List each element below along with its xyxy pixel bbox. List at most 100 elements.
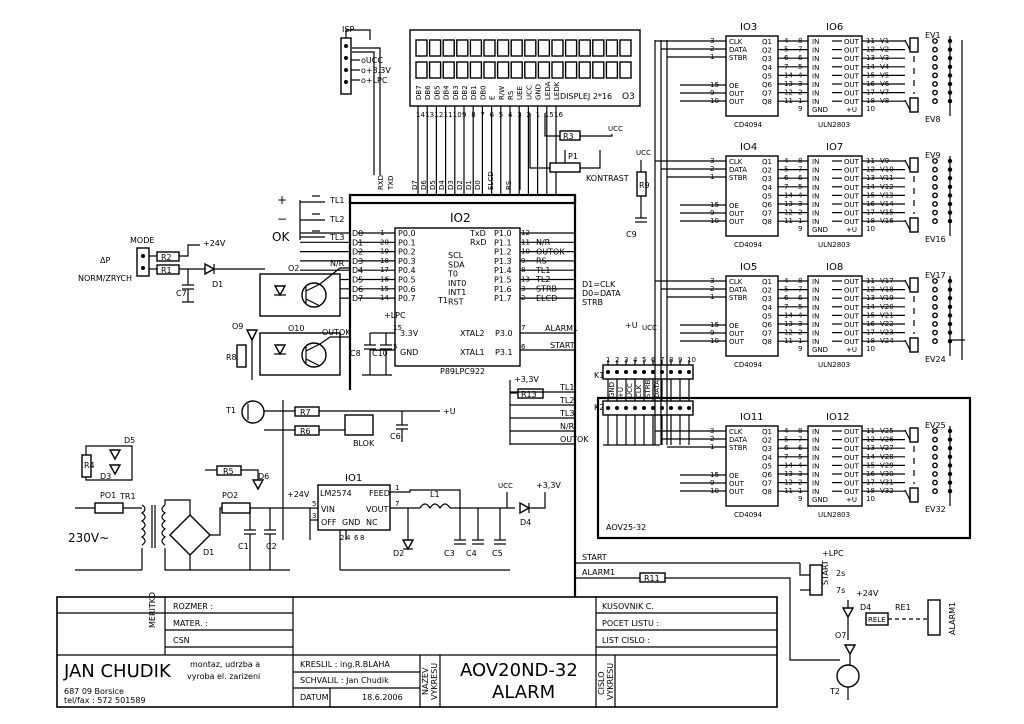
alarm-d4: D4 (860, 603, 871, 612)
uln-in-label: IN (812, 201, 819, 209)
uln2803-part: ULN2803 (818, 241, 850, 249)
lm-pin-number: 8 (360, 534, 364, 542)
lcd-cell (510, 61, 523, 79)
tl1-switch[interactable]: TL1 (300, 195, 344, 205)
uln-out-label: OUT (844, 304, 860, 312)
uln-out-label: OUT (844, 278, 860, 286)
c8-label: C8 (350, 349, 361, 358)
mcu-top-net: D4 (438, 180, 446, 190)
csn-label: CSN (173, 636, 190, 645)
mcu-left-pin: P0.2 (398, 248, 416, 257)
o10-label: O10 (288, 324, 304, 333)
reg-input-pin: DATA (729, 166, 747, 174)
c6-label: C6 (390, 432, 401, 441)
p1-label: P1 (568, 152, 578, 161)
ev-bottom-label: EV24 (925, 355, 946, 364)
reg-input-pin: STBR (729, 294, 748, 302)
reg-oe-pin: OE (729, 202, 739, 210)
title-block: MERITKO ROZMER : MATER. : CSN JAN CHUDIK… (56, 592, 778, 708)
mcu-right-pin: P1.0 (494, 229, 512, 238)
mcu-left-pin: P0.3 (398, 257, 416, 266)
blok-connector[interactable] (344, 414, 374, 436)
uln-out-label: OUT (844, 201, 860, 209)
valve-coil (909, 487, 919, 503)
k-pin-number: 1 (606, 356, 610, 364)
lcd-cell (578, 39, 591, 57)
lcd-cell (619, 39, 632, 57)
k-pin-number: 9 (678, 356, 682, 364)
uln-in-label: IN (812, 338, 819, 346)
lm-vout: VOUT (366, 505, 388, 514)
uln-out-label: OUT (844, 428, 860, 436)
lcd-cell (469, 61, 483, 79)
display-pin-number: 10 (453, 111, 462, 119)
r5-label: R5 (223, 467, 234, 476)
reg-q-pin: Q3 (762, 445, 772, 453)
display-pin-label: LEDA (544, 81, 552, 100)
l1-label: L1 (430, 490, 440, 499)
cd4094-ref: IO5 (740, 262, 757, 273)
mcu-top-net: RS (505, 180, 513, 190)
tl1-label: TL1 (329, 196, 344, 205)
alarm1-connector[interactable] (927, 599, 941, 636)
lm-vin: VIN (321, 505, 335, 514)
display-pin-label: DB3 (452, 85, 460, 100)
r9-ucc: UCC (636, 149, 651, 157)
reg-q-pin: Q6 (762, 321, 773, 329)
tl3-switch[interactable]: TL3 (300, 230, 344, 242)
mcu-left-pin: P0.7 (398, 294, 416, 303)
uln-in-label: IN (812, 330, 819, 338)
uln2803-part: ULN2803 (818, 511, 850, 519)
mode-connector[interactable] (136, 247, 150, 277)
o2-label: O2 (288, 264, 299, 273)
t1-label: T1 (225, 406, 236, 415)
lm-off: OFF (321, 518, 337, 527)
mcu-top-net: D5 (429, 180, 437, 190)
cd4094-ref: IO11 (740, 412, 764, 423)
lm-pin-number: 2 (340, 534, 344, 542)
k-pin-number: 8 (669, 356, 673, 364)
k-pin-number: 6 (651, 356, 656, 364)
mode-label: MODE (130, 236, 154, 245)
nr-label: N/R (330, 259, 345, 268)
uln-in-label: IN (812, 167, 819, 175)
kreslil-label: KRESLIL : ing.R.BLAHA (300, 660, 390, 669)
tl2-switch[interactable]: TL2 (300, 213, 344, 224)
uln-out-label: OUT (844, 437, 860, 445)
display-pin-label: RS (507, 90, 515, 100)
plus-lpc-label: +LPC (384, 311, 406, 320)
reg-input-pin: DATA (729, 436, 747, 444)
mcu-right-pin: P1.5 (494, 276, 512, 285)
cislo-vykresu: VYKRESU (606, 663, 615, 700)
display-pin-number: 13 (425, 111, 434, 119)
uln-out-label: OUT (844, 167, 860, 175)
reg-q-pin: Q1 (762, 428, 772, 436)
mcu-right-net: OUTOK (536, 247, 565, 256)
alarm1-vertical: ALARM1 (948, 602, 957, 635)
uln-plus-num: 10 (866, 105, 875, 113)
mcu-pin5: 5 (393, 343, 397, 351)
mcu-right-pin: P1.3 (494, 257, 512, 266)
reg-q-pin: Q4 (762, 64, 773, 72)
r6-label: R6 (300, 427, 311, 436)
reg-input-pin: CLK (729, 278, 743, 286)
reg-oe-pin: OUT (729, 338, 745, 346)
bus-clk: D1=CLK (582, 280, 616, 289)
uln-in-label: IN (812, 437, 819, 445)
psu-33v: +3,3V (536, 481, 561, 490)
lm-nc: NC (366, 518, 378, 527)
uln-gnd: GND (812, 106, 828, 114)
d-bus-line: D2 (352, 248, 363, 257)
uln-plus-num: 10 (866, 345, 875, 353)
lcd-cell (483, 39, 496, 57)
start-connector[interactable] (809, 564, 823, 596)
shift-register-group: IO4CD4094IO7ULN2803CLK3DATA2STBR1OE15OUT… (655, 142, 953, 249)
datum-value: 18.6.2006 (362, 693, 403, 702)
d-bus-line: D7 (352, 294, 363, 303)
reg-q-pin: Q8 (762, 98, 772, 106)
k2-header (602, 400, 694, 416)
lm-gnd: GND (342, 518, 360, 527)
display-pin-label: DB2 (461, 85, 469, 100)
reg-q-pin: Q3 (762, 55, 772, 63)
reg-oe-pin: OUT (729, 330, 745, 338)
